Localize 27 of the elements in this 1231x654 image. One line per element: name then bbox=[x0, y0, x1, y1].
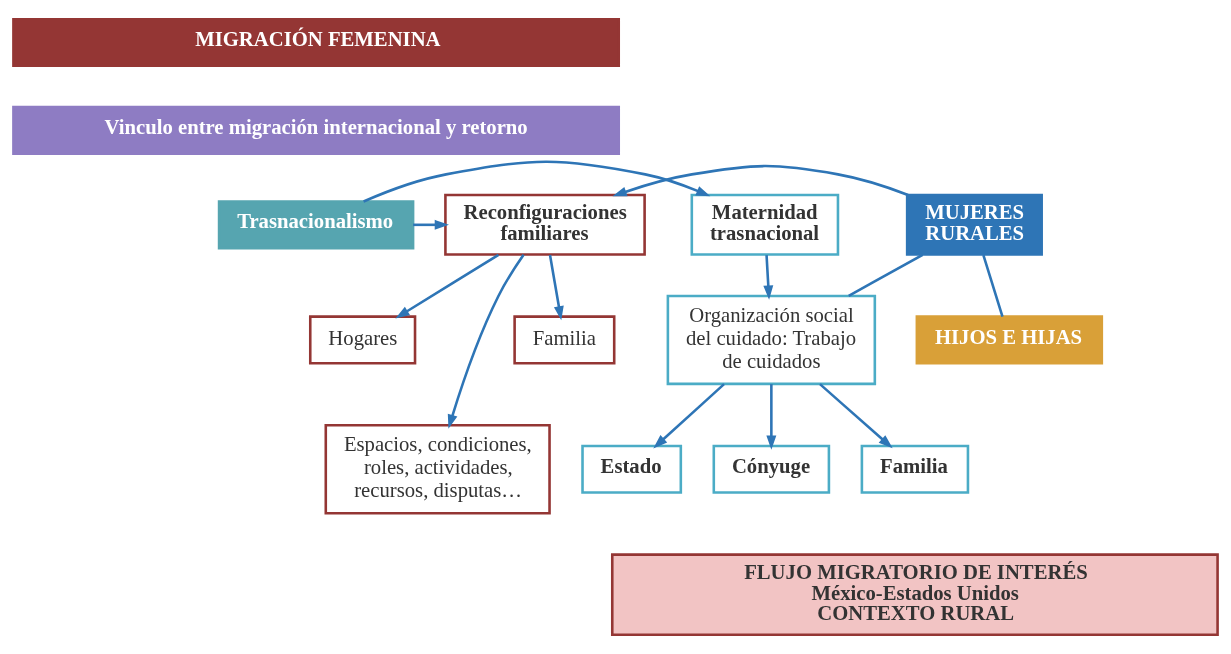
node-box: Vinculo entre migración internacional y retorno bbox=[12, 105, 621, 155]
node-box: Estado bbox=[581, 444, 683, 494]
arrow bbox=[653, 383, 725, 449]
node-box: Familia bbox=[860, 444, 970, 494]
node-box: Espacios, condiciones, roles, actividades, recursos, disputas… bbox=[324, 424, 551, 515]
connector bbox=[848, 253, 924, 297]
connector bbox=[982, 254, 1004, 317]
node-box: Organización social del cuidado: Trabajo de cuidados bbox=[666, 294, 877, 386]
arrow bbox=[819, 383, 893, 449]
node-box: MIGRACIÓN FEMENINA bbox=[12, 17, 621, 68]
arrow bbox=[548, 254, 564, 321]
node-box: Trasnacionalismo bbox=[217, 200, 415, 250]
node-box: Familia bbox=[513, 315, 616, 365]
node-box: FLUJO MIGRATORIO DE INTERÉS México-Estados Unidos CONTEXTO RURAL bbox=[610, 553, 1219, 637]
arrow bbox=[612, 164, 909, 197]
node-box: Cónyuge bbox=[712, 444, 831, 494]
node-box: Hogares bbox=[308, 315, 417, 365]
node-box: HIJOS E HIJAS bbox=[915, 315, 1104, 365]
node-box: Maternidad trasnacional bbox=[690, 193, 840, 256]
arrow bbox=[363, 160, 711, 203]
node-box: MUJERES RURALES bbox=[905, 193, 1043, 256]
arrow bbox=[766, 384, 777, 450]
arrow bbox=[413, 219, 449, 230]
arrow bbox=[763, 255, 774, 300]
arrow bbox=[395, 253, 500, 319]
arrow bbox=[447, 253, 525, 429]
node-box: Reconfiguraciones familiares bbox=[444, 193, 646, 256]
